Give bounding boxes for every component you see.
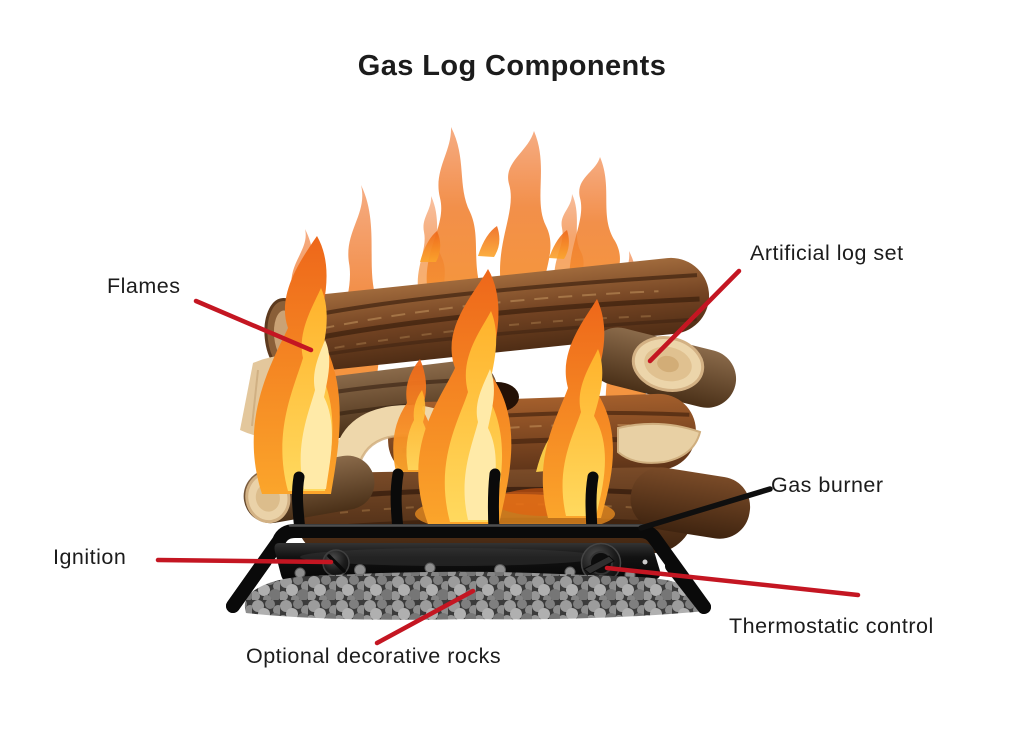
gas-burner-leader-line bbox=[638, 486, 773, 531]
flames-leader-line bbox=[193, 298, 314, 353]
ignition-leader-line bbox=[155, 557, 334, 565]
pan-screw-dot bbox=[642, 559, 648, 565]
burner-pan-graphic bbox=[274, 543, 661, 583]
thermostatic-leader-line bbox=[604, 565, 861, 598]
front-flames-graphic bbox=[253, 226, 615, 534]
leader-lines bbox=[155, 268, 861, 646]
label-ignition: Ignition bbox=[53, 545, 127, 569]
artificial-log-set-leader-line bbox=[647, 268, 742, 364]
label-optional-decorative-rocks: Optional decorative rocks bbox=[246, 644, 502, 668]
rocks-graphic bbox=[244, 562, 707, 620]
label-thermostatic-control: Thermostatic control bbox=[729, 614, 934, 638]
grate-graphic bbox=[226, 468, 711, 614]
grate-legs-graphic bbox=[226, 554, 711, 614]
label-artificial-log-set: Artificial log set bbox=[750, 241, 904, 265]
label-gas-burner: Gas burner bbox=[771, 473, 884, 497]
label-flames: Flames bbox=[107, 274, 181, 298]
rocks-leader-line bbox=[374, 588, 476, 646]
diagram-title: Gas Log Components bbox=[357, 50, 667, 82]
ignition-knob-graphic bbox=[320, 549, 350, 584]
